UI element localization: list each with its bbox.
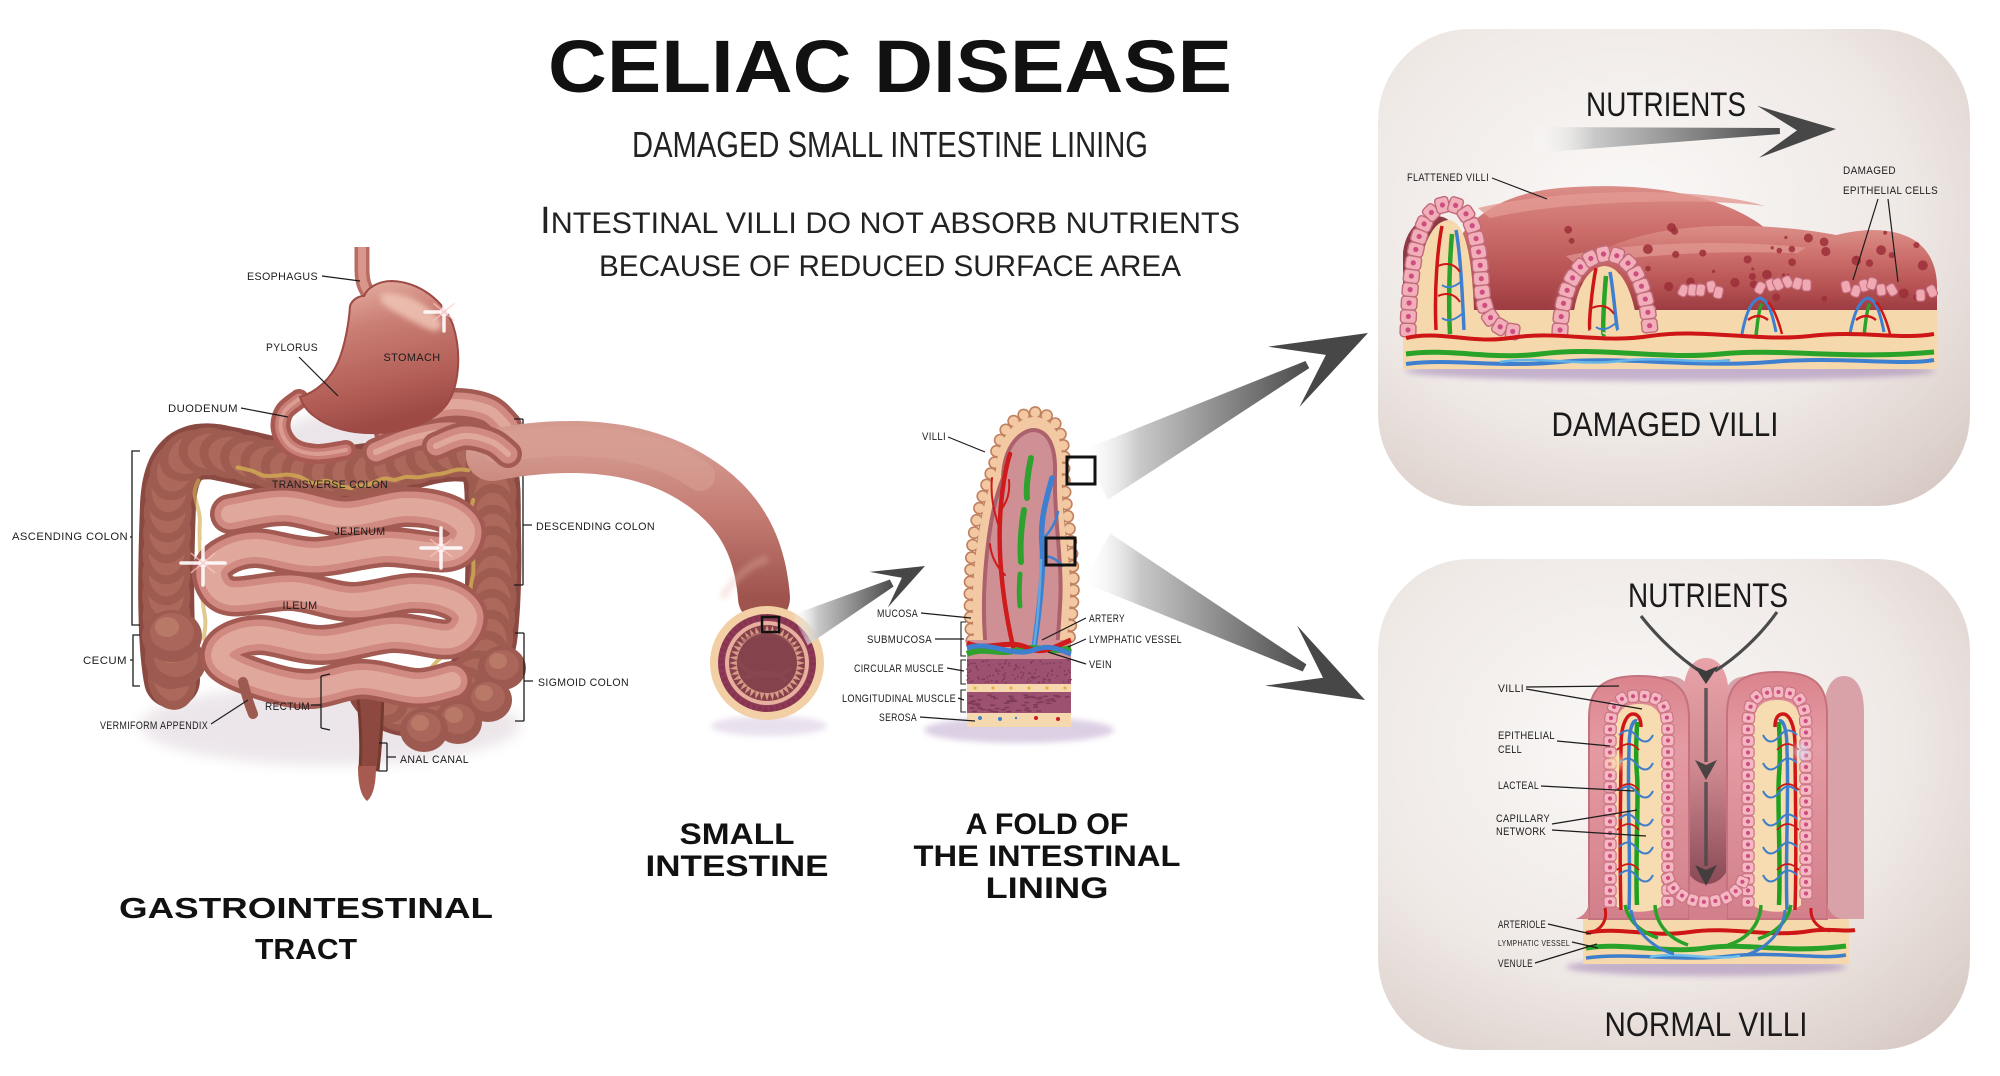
svg-text:THE INTESTINAL: THE INTESTINAL [914, 840, 1181, 873]
svg-text:SUBMUCOSA: SUBMUCOSA [867, 634, 932, 646]
svg-text:LINING: LINING [986, 872, 1109, 905]
svg-text:NUTRIENTS: NUTRIENTS [1628, 577, 1788, 615]
svg-text:A FOLD OF: A FOLD OF [966, 808, 1129, 841]
svg-text:DESCENDING COLON: DESCENDING COLON [536, 521, 655, 533]
svg-text:INTESTINAL VILLI DO NOT ABSORB: INTESTINAL VILLI DO NOT ABSORB NUTRIENTS [540, 200, 1240, 242]
svg-text:JEJENUM: JEJENUM [335, 526, 386, 538]
svg-text:SMALL: SMALL [680, 818, 795, 851]
svg-text:EPITHELIAL: EPITHELIAL [1498, 730, 1555, 742]
svg-text:CAPILLARY: CAPILLARY [1496, 813, 1550, 825]
svg-text:EPITHELIAL CELLS: EPITHELIAL CELLS [1843, 185, 1938, 197]
svg-text:SIGMOID COLON: SIGMOID COLON [538, 677, 629, 689]
svg-text:NORMAL VILLI: NORMAL VILLI [1605, 1006, 1808, 1044]
svg-text:ANAL CANAL: ANAL CANAL [400, 754, 469, 766]
svg-text:SEROSA: SEROSA [879, 712, 917, 724]
svg-text:PYLORUS: PYLORUS [266, 342, 318, 354]
svg-text:CELL: CELL [1498, 744, 1522, 756]
svg-text:NETWORK: NETWORK [1496, 826, 1546, 838]
svg-text:VERMIFORM APPENDIX: VERMIFORM APPENDIX [100, 720, 208, 732]
svg-text:CECUM: CECUM [83, 655, 127, 667]
svg-text:INTESTINE: INTESTINE [646, 850, 829, 883]
svg-text:CELIAC DISEASE: CELIAC DISEASE [548, 25, 1232, 108]
svg-text:DAMAGED SMALL INTESTINE LINING: DAMAGED SMALL INTESTINE LINING [632, 124, 1148, 165]
svg-text:BECAUSE OF REDUCED SURFACE ARE: BECAUSE OF REDUCED SURFACE AREA [599, 250, 1181, 283]
svg-text:ESOPHAGUS: ESOPHAGUS [247, 271, 318, 283]
svg-text:ARTERIOLE: ARTERIOLE [1498, 919, 1546, 931]
svg-text:FLATTENED VILLI: FLATTENED VILLI [1407, 172, 1489, 184]
svg-text:VILLI: VILLI [1498, 683, 1524, 695]
svg-text:VEIN: VEIN [1089, 659, 1112, 671]
svg-text:DAMAGED VILLI: DAMAGED VILLI [1552, 406, 1779, 444]
svg-text:ILEUM: ILEUM [283, 600, 318, 612]
svg-text:LYMPHATIC VESSEL: LYMPHATIC VESSEL [1498, 938, 1570, 948]
svg-text:RECTUM: RECTUM [265, 701, 310, 713]
svg-text:CIRCULAR MUSCLE: CIRCULAR MUSCLE [854, 663, 944, 675]
svg-text:ASCENDING COLON: ASCENDING COLON [12, 531, 128, 543]
svg-text:ARTERY: ARTERY [1089, 613, 1125, 625]
svg-text:DAMAGED: DAMAGED [1843, 165, 1896, 177]
svg-text:LACTEAL: LACTEAL [1498, 780, 1539, 792]
svg-text:GASTROINTESTINAL: GASTROINTESTINAL [119, 893, 493, 925]
svg-text:DUODENUM: DUODENUM [168, 403, 238, 415]
svg-text:MUCOSA: MUCOSA [877, 608, 918, 620]
svg-text:LONGITUDINAL MUSCLE: LONGITUDINAL MUSCLE [842, 693, 956, 705]
svg-text:LYMPHATIC VESSEL: LYMPHATIC VESSEL [1089, 634, 1182, 646]
svg-text:TRANSVERSE COLON: TRANSVERSE COLON [272, 479, 388, 491]
svg-text:NUTRIENTS: NUTRIENTS [1586, 86, 1746, 124]
svg-text:TRACT: TRACT [255, 934, 357, 966]
svg-text:VILLI: VILLI [922, 431, 946, 443]
svg-text:STOMACH: STOMACH [384, 352, 441, 364]
svg-text:VENULE: VENULE [1498, 958, 1533, 970]
